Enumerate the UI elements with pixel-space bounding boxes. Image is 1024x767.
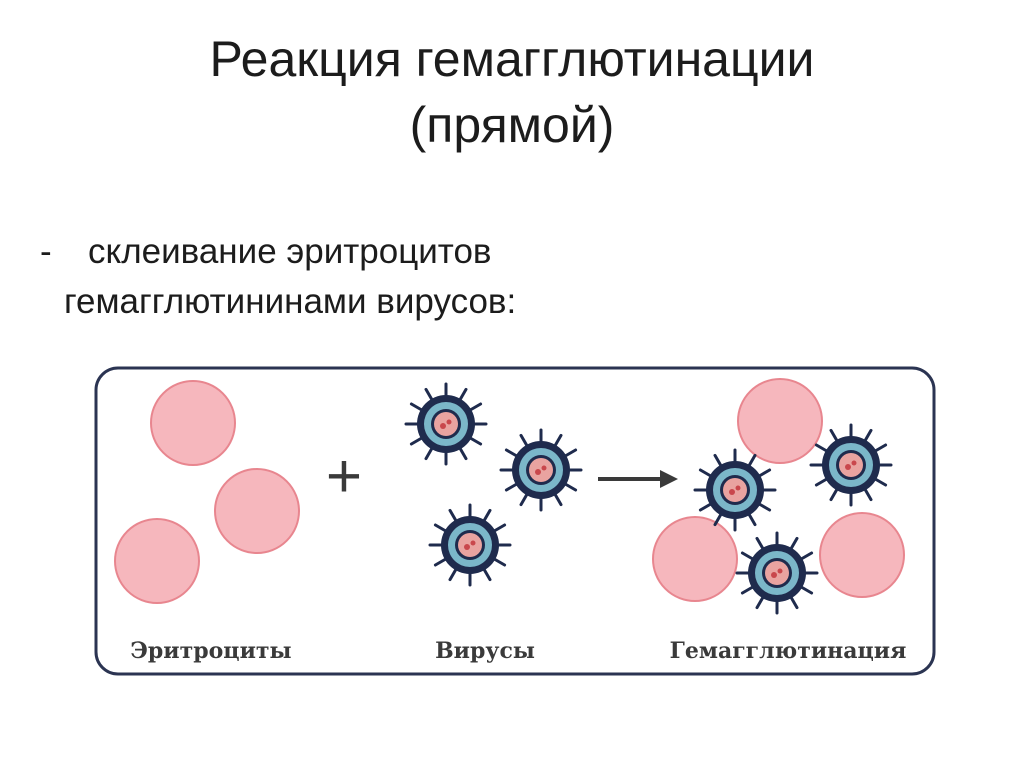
erythrocytes-group [114, 380, 300, 604]
label-erythrocytes: Эритроциты [130, 638, 291, 664]
label-hemagglutination: Гемагглютинация [670, 638, 907, 664]
slide-title: Реакция гемагглютинации (прямой) [0, 26, 1024, 158]
arrow-right-icon [598, 470, 678, 488]
plus-icon: + [326, 442, 362, 511]
erythrocyte [114, 518, 200, 604]
erythrocyte [819, 512, 905, 598]
erythrocyte [652, 516, 738, 602]
diagram-frame [94, 366, 936, 676]
title-line-1: Реакция гемагглютинации [209, 31, 815, 87]
erythrocyte [150, 380, 236, 466]
bullet-line-1: склеивание эритроцитов [88, 232, 492, 271]
agglutination-cluster [652, 378, 905, 615]
bullet-line-2: гемагглютининами вирусов: [64, 282, 517, 321]
title-line-2: (прямой) [409, 97, 615, 153]
erythrocyte [214, 468, 300, 554]
erythrocyte [737, 378, 823, 464]
label-viruses: Вирусы [435, 638, 535, 664]
bullet-dash: - [40, 232, 52, 271]
